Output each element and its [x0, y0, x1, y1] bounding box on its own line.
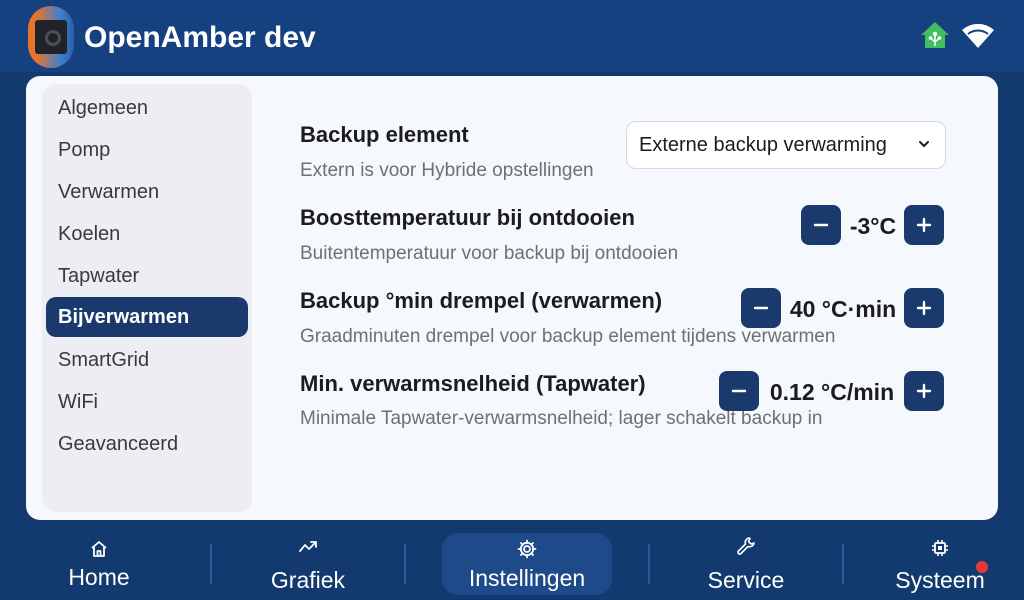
chip-icon [932, 540, 948, 556]
tab-systeem[interactable]: Systeem [861, 520, 1019, 600]
setting-title: Backup element [300, 122, 469, 147]
wrench-icon [737, 537, 755, 555]
bottom-navigation: Home Grafiek Instellingen Service Systee… [0, 520, 1024, 600]
tab-instellingen[interactable]: Instellingen [442, 520, 612, 600]
chevron-down-icon [919, 141, 929, 148]
sidebar-item-pomp[interactable]: Pomp [58, 139, 111, 161]
plus-icon [916, 217, 932, 233]
setting-title: Boosttemperatuur bij ontdooien [300, 205, 635, 230]
plus-icon [916, 300, 932, 316]
decrement-button[interactable] [741, 288, 781, 328]
increment-button[interactable] [904, 288, 944, 328]
app-title: OpenAmber dev [84, 21, 316, 54]
tab-grafiek[interactable]: Grafiek [229, 520, 387, 600]
sidebar-item-verwarmen[interactable]: Verwarmen [58, 181, 160, 203]
setting-title: Backup °min drempel (verwarmen) [300, 288, 663, 313]
chart-icon [299, 541, 317, 552]
sidebar-item-tapwater[interactable]: Tapwater [58, 265, 140, 287]
decrement-button[interactable] [801, 205, 841, 245]
minus-icon [813, 223, 829, 227]
stepper-value: 40 °C·min [789, 296, 897, 322]
notification-dot [976, 561, 988, 573]
tab-divider [210, 544, 212, 584]
sidebar-item-koelen[interactable]: Koelen [58, 223, 121, 245]
tab-divider [648, 544, 650, 584]
sidebar-item-wifi[interactable]: WiFi [58, 391, 98, 413]
backup-element-select[interactable]: Externe backup verwarming [626, 121, 946, 169]
home-assistant-icon[interactable] [919, 20, 951, 50]
tab-service[interactable]: Service [667, 520, 825, 600]
increment-button[interactable] [904, 371, 944, 411]
stepper-value: -3°C [849, 213, 897, 239]
minus-icon [731, 389, 747, 393]
sidebar-item-geavanceerd[interactable]: Geavanceerd [58, 433, 179, 455]
sidebar-item-bijverwarmen[interactable]: Bijverwarmen [46, 297, 248, 337]
increment-button[interactable] [904, 205, 944, 245]
settings-card: Algemeen Pomp Verwarmen Koelen Tapwater … [26, 76, 998, 520]
app-logo [28, 6, 74, 68]
sidebar-item-algemeen[interactable]: Algemeen [58, 97, 149, 119]
stepper-value: 0.12 °C/min [769, 379, 895, 405]
minus-icon [753, 306, 769, 310]
wifi-icon[interactable] [960, 20, 996, 50]
tab-home[interactable]: Home [20, 520, 178, 600]
home-icon [91, 541, 107, 557]
gear-icon [517, 539, 537, 559]
plus-icon [916, 383, 932, 399]
app-header: OpenAmber dev [0, 0, 1024, 72]
setting-description: Minimale Tapwater-verwarmsnelheid; lager… [300, 408, 823, 429]
setting-description: Extern is voor Hybride opstellingen [300, 160, 594, 181]
setting-description: Graadminuten drempel voor backup element… [300, 326, 836, 347]
tab-divider [404, 544, 406, 584]
tab-divider [842, 544, 844, 584]
setting-title: Min. verwarmsnelheid (Tapwater) [300, 371, 646, 396]
setting-description: Buitentemperatuur voor backup bij ontdoo… [300, 243, 679, 264]
decrement-button[interactable] [719, 371, 759, 411]
sidebar-item-smartgrid[interactable]: SmartGrid [58, 349, 150, 371]
settings-sidebar: Algemeen Pomp Verwarmen Koelen Tapwater … [42, 84, 252, 512]
